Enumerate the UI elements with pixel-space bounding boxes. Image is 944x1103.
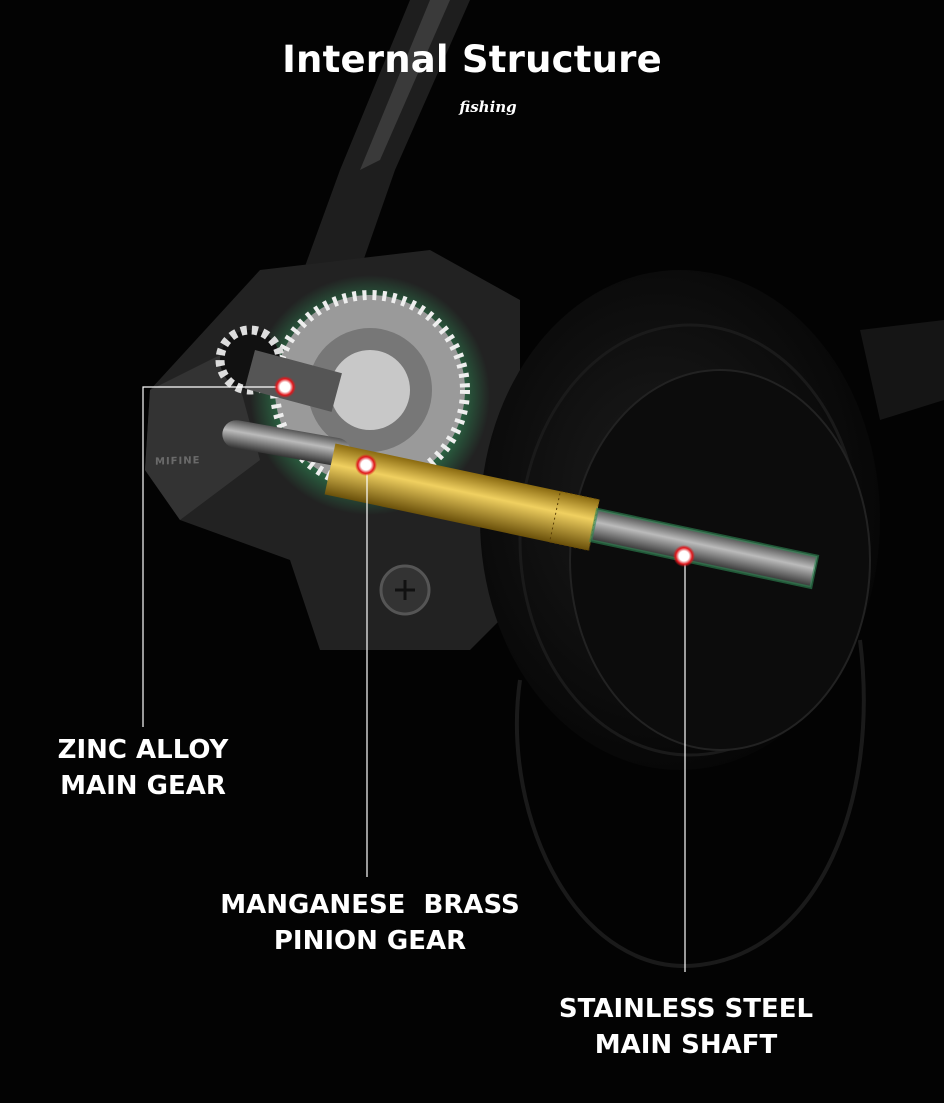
- callout-manganese-brass-pinion: MANGANESE BRASS PINION GEAR: [220, 887, 520, 959]
- brass-pinion: [324, 443, 600, 551]
- marker-dot-brass: [355, 454, 377, 476]
- marker-dot-zinc: [274, 376, 296, 398]
- page-title: Internal Structure: [282, 38, 662, 81]
- callout-line2: MAIN GEAR: [60, 771, 226, 801]
- callout-line1: ZINC ALLOY: [57, 735, 229, 765]
- callout-line1: STAINLESS STEEL: [558, 994, 814, 1024]
- page-subtitle: fishing: [459, 98, 517, 116]
- brand-logo: MIFINE: [155, 455, 201, 468]
- callout-line2: MAIN SHAFT: [594, 1030, 778, 1060]
- callout-stainless-steel-shaft: STAINLESS STEEL MAIN SHAFT: [559, 991, 813, 1063]
- callout-line-zinc: [142, 386, 285, 727]
- callout-line1: MANGANESE BRASS: [220, 890, 520, 920]
- marker-dot-steel: [673, 545, 695, 567]
- callout-zinc-alloy-main-gear: ZINC ALLOY MAIN GEAR: [58, 732, 229, 804]
- steel-shaft: [589, 507, 820, 590]
- callout-line2: PINION GEAR: [273, 926, 467, 956]
- fishing-line: [514, 639, 866, 968]
